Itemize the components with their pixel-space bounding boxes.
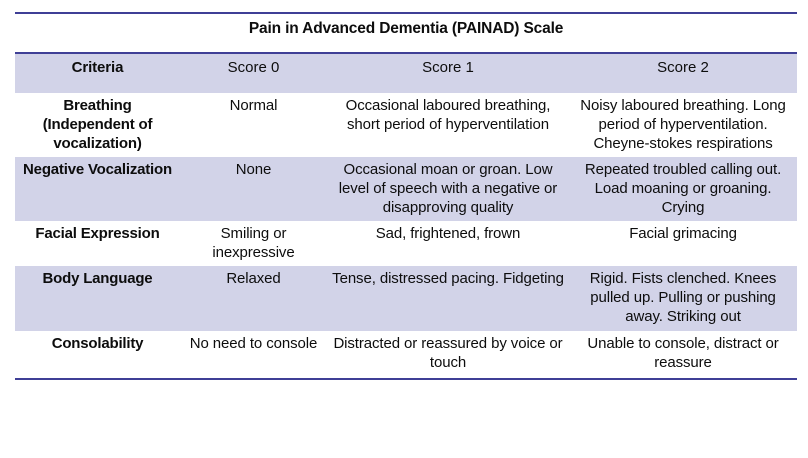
row-criteria-label: Negative Vocalization bbox=[15, 157, 180, 222]
row-cell-score-1: Sad, frightened, frown bbox=[327, 221, 569, 267]
table-title-row: Pain in Advanced Dementia (PAINAD) Scale bbox=[15, 12, 798, 54]
row-cell-score-0: Normal bbox=[180, 93, 327, 158]
row-cell-score-0: None bbox=[180, 157, 327, 222]
row-cell-score-1: Occasional moan or groan. Low level of s… bbox=[327, 157, 569, 222]
table-header-row: Criteria Score 0 Score 1 Score 2 bbox=[15, 53, 798, 93]
row-criteria-label: Breathing (Independent of vocalization) bbox=[15, 93, 180, 158]
column-header-score-1: Score 1 bbox=[327, 53, 569, 93]
column-header-score-0: Score 0 bbox=[180, 53, 327, 93]
row-cell-score-1: Distracted or reassured by voice or touc… bbox=[327, 330, 569, 380]
row-cell-score-2: Noisy laboured breathing. Long period of… bbox=[569, 93, 798, 158]
row-cell-score-2: Repeated troubled calling out. Load moan… bbox=[569, 157, 798, 222]
painad-scale-table: Pain in Advanced Dementia (PAINAD) Scale… bbox=[15, 12, 798, 380]
page-title: Pain in Advanced Dementia (PAINAD) Scale bbox=[15, 12, 798, 54]
row-criteria-label: Consolability bbox=[15, 330, 180, 380]
row-criteria-label: Body Language bbox=[15, 266, 180, 331]
column-header-criteria: Criteria bbox=[15, 53, 180, 93]
table-row: Body Language Relaxed Tense, distressed … bbox=[15, 266, 798, 331]
row-cell-score-2: Facial grimacing bbox=[569, 221, 798, 267]
table-row: Facial Expression Smiling or inexpressiv… bbox=[15, 221, 798, 267]
row-cell-score-0: No need to console bbox=[180, 330, 327, 380]
row-cell-score-2: Unable to console, distract or reassure bbox=[569, 330, 798, 380]
column-header-score-2: Score 2 bbox=[569, 53, 798, 93]
row-cell-score-2: Rigid. Fists clenched. Knees pulled up. … bbox=[569, 266, 798, 331]
row-cell-score-0: Relaxed bbox=[180, 266, 327, 331]
table-row: Negative Vocalization None Occasional mo… bbox=[15, 157, 798, 222]
table-row: Breathing (Independent of vocalization) … bbox=[15, 93, 798, 158]
row-cell-score-0: Smiling or inexpressive bbox=[180, 221, 327, 267]
row-cell-score-1: Occasional laboured breathing, short per… bbox=[327, 93, 569, 158]
row-criteria-label: Facial Expression bbox=[15, 221, 180, 267]
row-cell-score-1: Tense, distressed pacing. Fidgeting bbox=[327, 266, 569, 331]
table-row: Consolability No need to console Distrac… bbox=[15, 330, 798, 380]
